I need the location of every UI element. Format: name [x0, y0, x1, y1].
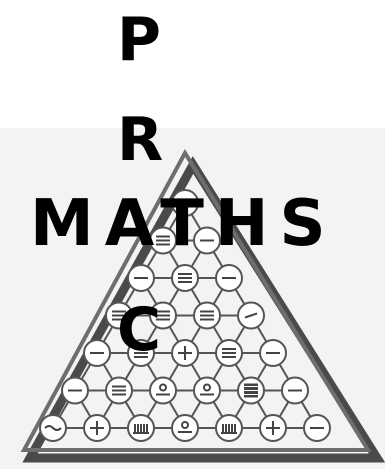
word-maths: MATHS	[30, 192, 337, 256]
pyramid-node-dash	[128, 265, 154, 291]
pyramid-node-dash	[216, 265, 242, 291]
pyramid-node-dash	[282, 378, 308, 404]
pyramid-node-dash	[84, 340, 110, 366]
pyramid-node-ring	[172, 415, 198, 441]
pyramid-node-ring	[194, 378, 220, 404]
pyramid-node-tee	[84, 415, 110, 441]
letter-r: R	[117, 110, 163, 170]
pyramid-node-dash	[62, 378, 88, 404]
pyramid-node-dash	[304, 415, 330, 441]
pyramid-node-grid	[238, 378, 264, 404]
pyramid-node-bars	[106, 378, 132, 404]
pyramid-node-bars	[172, 265, 198, 291]
pyramid-node-ring	[150, 378, 176, 404]
pyramid-node-tee	[260, 415, 286, 441]
letter-c: C	[117, 300, 161, 360]
pyramid-node-dash	[260, 340, 286, 366]
pyramid-node-slash	[238, 303, 264, 329]
pyramid-node-bars	[194, 303, 220, 329]
pyramid-node-tee	[172, 340, 198, 366]
pyramid-node-wave	[40, 415, 66, 441]
letter-p: P	[117, 10, 161, 70]
pyramid-node-comb	[216, 415, 242, 441]
pyramid-node-bars	[216, 340, 242, 366]
pyramid-node-comb	[128, 415, 154, 441]
